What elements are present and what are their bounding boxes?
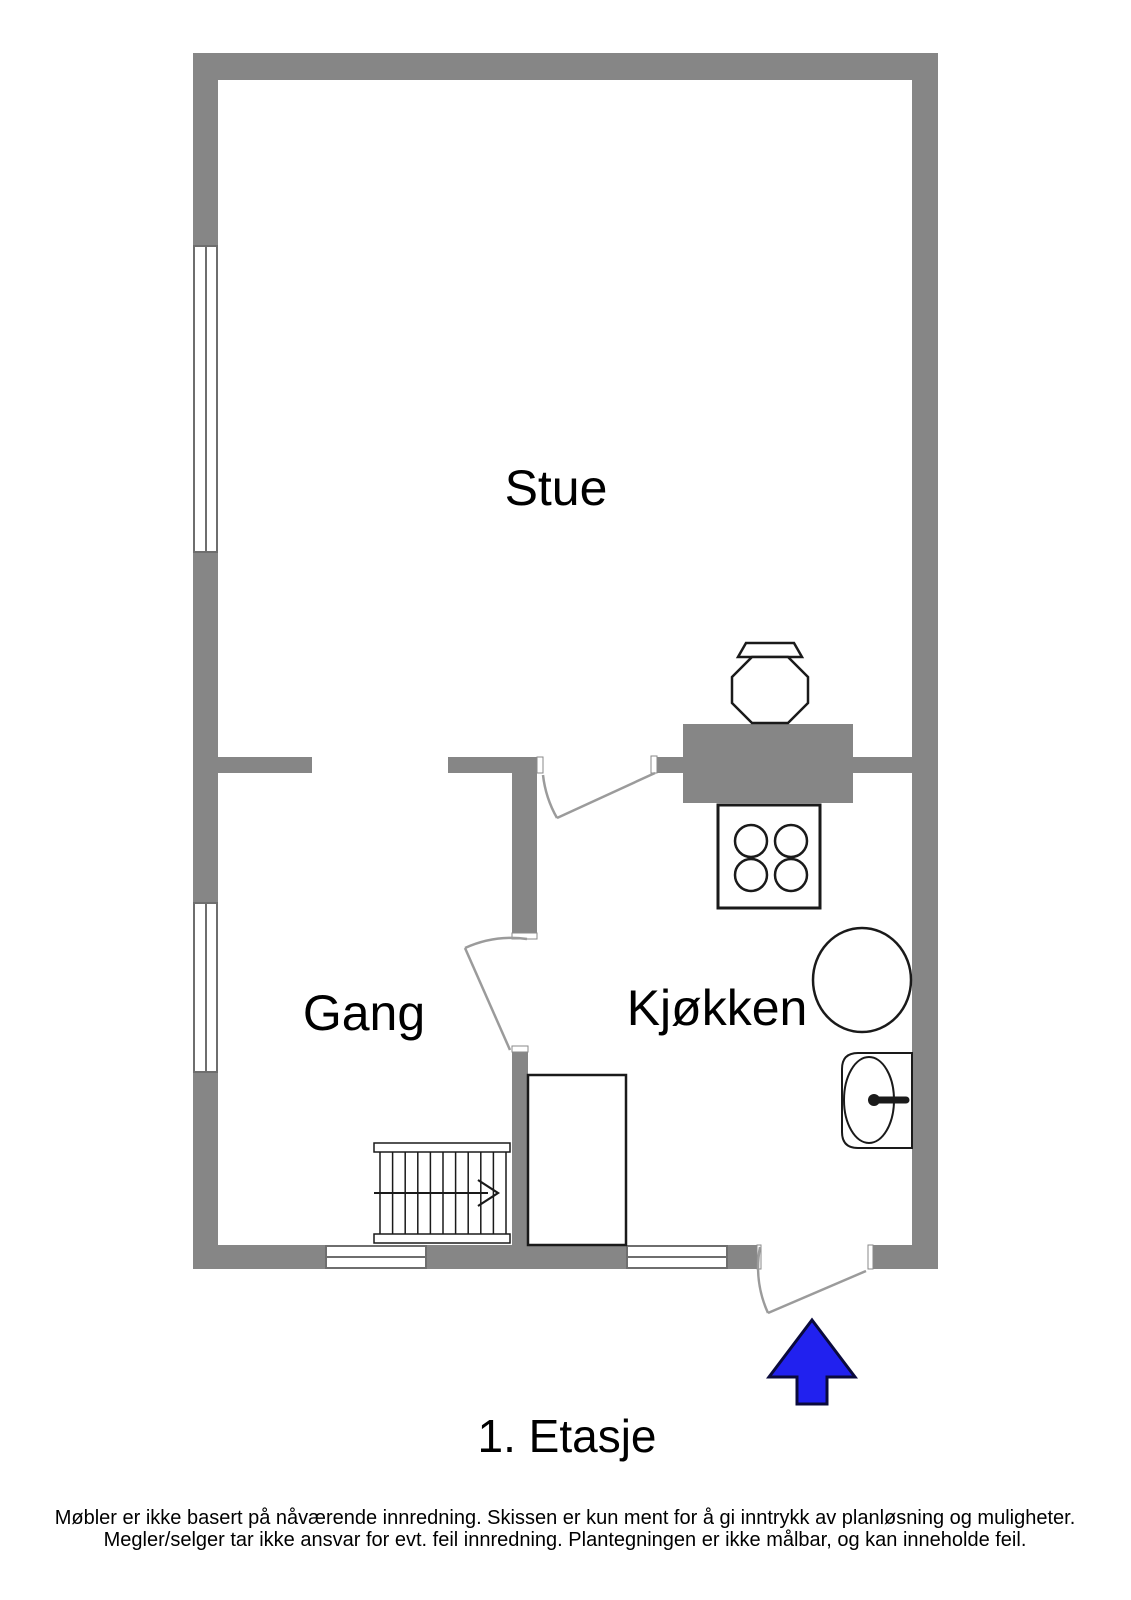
jamb-kitchen-door-left bbox=[536, 756, 544, 774]
wall-divider-vertical-upper bbox=[512, 773, 537, 933]
disclaimer-line-1: Møbler er ikke basert på nåværende innre… bbox=[55, 1507, 1076, 1529]
window-bottom-kjokken bbox=[626, 1245, 728, 1269]
stove-outline bbox=[716, 803, 822, 910]
kitchen-counter bbox=[526, 1073, 628, 1247]
burner bbox=[773, 823, 809, 859]
stairs-direction-arrow bbox=[477, 1179, 501, 1207]
wood-stove-icon bbox=[730, 641, 810, 725]
burner bbox=[733, 857, 769, 893]
room-label-kjokken: Kjøkken bbox=[627, 980, 808, 1036]
door-arc bbox=[541, 774, 559, 819]
stairs-icon bbox=[373, 1142, 511, 1244]
stove-icon bbox=[716, 803, 822, 910]
sink-faucet-knob bbox=[868, 1094, 880, 1106]
wood-stove-cap bbox=[735, 641, 805, 659]
door-stue-kjokken bbox=[541, 771, 656, 820]
chimney-block bbox=[683, 724, 853, 803]
wall-divider-c bbox=[657, 757, 683, 773]
windows bbox=[193, 245, 728, 1269]
door-entrance bbox=[756, 1246, 867, 1315]
door-leaf bbox=[767, 1269, 867, 1315]
door-leaf bbox=[556, 771, 656, 820]
door-leaf bbox=[463, 947, 512, 1051]
wall-right bbox=[912, 53, 938, 1269]
wall-top bbox=[193, 53, 938, 80]
sink-icon bbox=[841, 1052, 913, 1149]
window-bottom-gang bbox=[325, 1245, 427, 1269]
disclaimer-line-2: Megler/selger tar ikke ansvar for evt. f… bbox=[104, 1529, 1027, 1551]
door-gang-kjokken bbox=[463, 936, 528, 1051]
wall-divider-vertical-lower bbox=[512, 1052, 528, 1245]
wall-bottom-seg1 bbox=[193, 1245, 326, 1269]
round-table-icon bbox=[811, 926, 913, 1034]
door-arc bbox=[464, 936, 528, 950]
burner bbox=[733, 823, 769, 859]
wall-divider-a bbox=[218, 757, 312, 773]
jamb-kitchen-door-right bbox=[650, 755, 658, 774]
wall-divider-b bbox=[448, 757, 537, 773]
wall-divider-d bbox=[853, 757, 912, 773]
wall-bottom-seg4 bbox=[868, 1245, 938, 1269]
burner bbox=[773, 857, 809, 893]
room-label-stue: Stue bbox=[505, 460, 608, 516]
door-swings bbox=[463, 771, 867, 1315]
jamb-entrance-right bbox=[867, 1244, 874, 1270]
entrance-arrow-icon bbox=[765, 1317, 859, 1406]
stairs-rail-bottom bbox=[373, 1233, 511, 1244]
wall-bottom-seg3 bbox=[727, 1245, 757, 1269]
stairs-rail-top bbox=[373, 1142, 511, 1153]
window-left-gang bbox=[193, 902, 218, 1073]
wall-left-middle bbox=[193, 552, 218, 903]
jamb-hall-door-bottom bbox=[511, 1045, 529, 1053]
wall-left-upper bbox=[193, 53, 218, 246]
walls bbox=[193, 53, 938, 1269]
wall-bottom-seg2 bbox=[426, 1245, 627, 1269]
room-label-gang: Gang bbox=[303, 985, 425, 1041]
wall-left-lower bbox=[193, 1072, 218, 1269]
page-title: 1. Etasje bbox=[478, 1410, 657, 1462]
wood-stove-body bbox=[730, 655, 810, 725]
door-arc bbox=[756, 1246, 770, 1314]
window-left-stue bbox=[193, 245, 218, 553]
